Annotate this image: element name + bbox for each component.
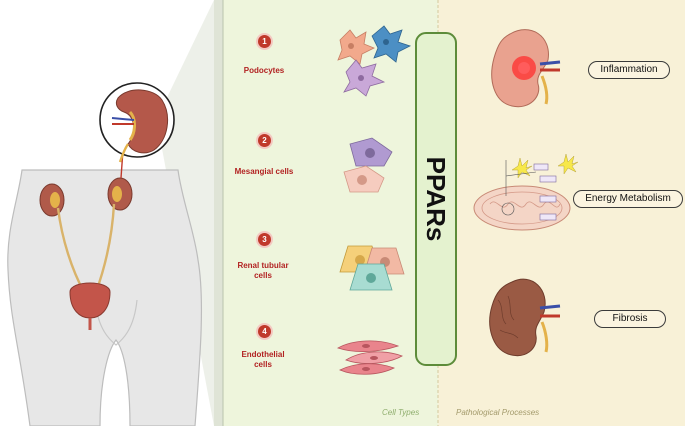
- cell-type-label-endothelial: Endothelial cells: [241, 350, 285, 369]
- cell-type-number-1: 1: [258, 35, 271, 48]
- zoomed-kidney: [99, 82, 175, 163]
- cell-type-number-2: 2: [258, 134, 271, 147]
- process-fibrosis: Fibrosis: [594, 310, 666, 328]
- cell-type-label-renal-tubular: Renal tubular cells: [237, 261, 289, 280]
- podocyte-cells-icon: [337, 25, 412, 97]
- mesangial-cells-icon: [343, 137, 393, 193]
- cell-type-number-3: 3: [258, 233, 271, 246]
- cell-types-panel: [222, 0, 438, 426]
- ppars-label: PPARs: [421, 156, 451, 242]
- process-inflammation: Inflammation: [588, 61, 670, 79]
- mitochondria-metabolism-icon: [473, 153, 579, 231]
- endothelial-cells-icon: [337, 340, 403, 375]
- human-body-illustration: [7, 149, 203, 426]
- cell-types-footer: Cell Types: [382, 408, 420, 417]
- process-energy-metabolism: Energy Metabolism: [573, 190, 683, 208]
- cell-type-label-podocytes: Podocytes: [243, 66, 285, 75]
- fibrotic-kidney-icon: [489, 278, 561, 356]
- inflamed-kidney-icon: [491, 29, 561, 108]
- renal-tubular-cells-icon: [339, 245, 405, 291]
- ppars-box: [415, 32, 457, 366]
- cell-type-number-4: 4: [258, 325, 271, 338]
- cell-type-label-mesangial: Mesangial cells: [234, 167, 294, 176]
- pathological-processes-footer: Pathological Processes: [456, 408, 540, 417]
